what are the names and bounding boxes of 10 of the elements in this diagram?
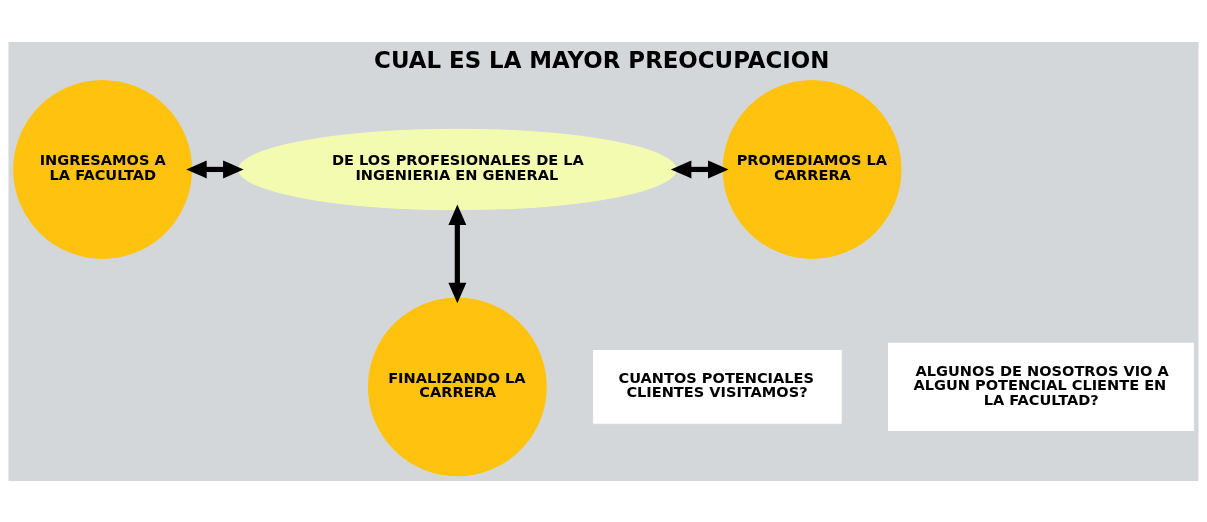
node-ellipse: DE LOS PROFESIONALES DE LA INGENIERIA EN GENERAL — [236, 127, 678, 211]
diagram-title: CUAL ES LA MAYOR PREOCUPACION — [374, 46, 830, 73]
node-circle: FINALIZANDO LA CARRERA — [366, 295, 548, 477]
node-circle: INGRESAMOS A LA FACULTAD — [12, 78, 194, 260]
node-box: ALGUNOS DE NOSOTROS VIO A ALGUN POTENCIAL CLIENTE EN LA FACULTAD? — [887, 341, 1195, 432]
node-box: CUANTOS POTENCIALES CLIENTES VISITAMOS? — [592, 348, 843, 425]
node-circle: PROMEDIAMOS LA CARRERA — [721, 78, 903, 260]
arrow — [186, 159, 244, 178]
arrow — [448, 204, 467, 303]
arrow — [670, 159, 729, 178]
